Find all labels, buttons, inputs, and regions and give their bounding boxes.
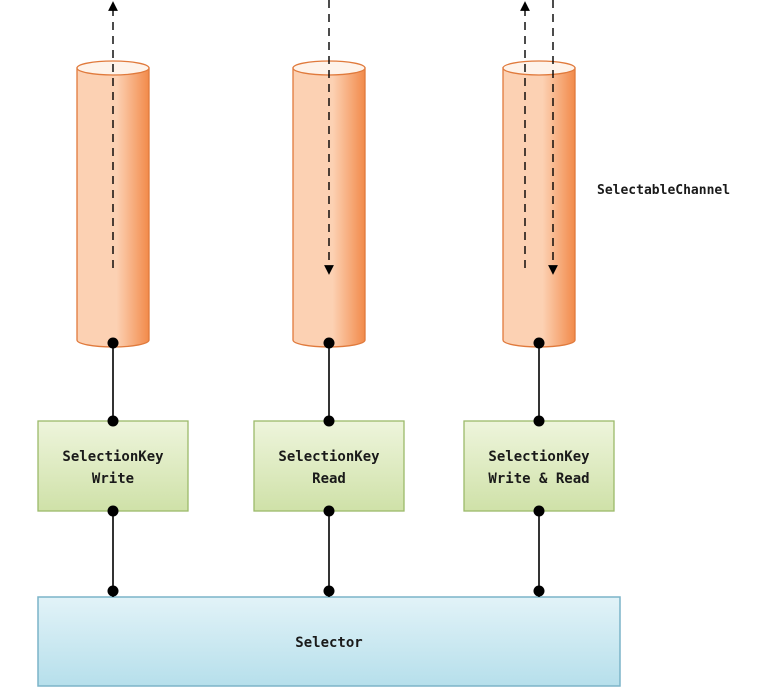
connection-dot (533, 585, 545, 597)
selector-box (37, 596, 621, 687)
selectable-channel-cylinder (502, 60, 576, 348)
selection-key-title: SelectionKey (488, 449, 590, 465)
cylinder-body (292, 67, 366, 348)
cylinder-top (502, 60, 576, 76)
selection-key-operation: Write & Read (488, 471, 589, 487)
connection-dot (533, 505, 545, 517)
selector-label: Selector (295, 635, 362, 651)
selection-key-rect (253, 420, 405, 512)
connection-dot (107, 505, 119, 517)
connection-dot (323, 415, 335, 427)
connection-dot (107, 585, 119, 597)
connection-dot (323, 337, 335, 349)
connection-dot (533, 415, 545, 427)
selection-key-operation: Read (312, 471, 346, 487)
selector: Selector (37, 596, 621, 687)
connection-dot (107, 337, 119, 349)
channel-columns: SelectionKeyWriteSelectionKeyReadSelecti… (37, 0, 615, 597)
connection-dot (323, 585, 335, 597)
cylinder-body (502, 67, 576, 348)
selection-key-operation: Write (92, 471, 134, 487)
selection-key-title: SelectionKey (62, 449, 164, 465)
selectable-channel-label: SelectableChannel (597, 183, 730, 198)
connection-dot (107, 415, 119, 427)
connection-dot (533, 337, 545, 349)
connection-dot (323, 505, 335, 517)
selection-key-rect (37, 420, 189, 512)
selection-key-rect (463, 420, 615, 512)
selection-key-title: SelectionKey (278, 449, 380, 465)
